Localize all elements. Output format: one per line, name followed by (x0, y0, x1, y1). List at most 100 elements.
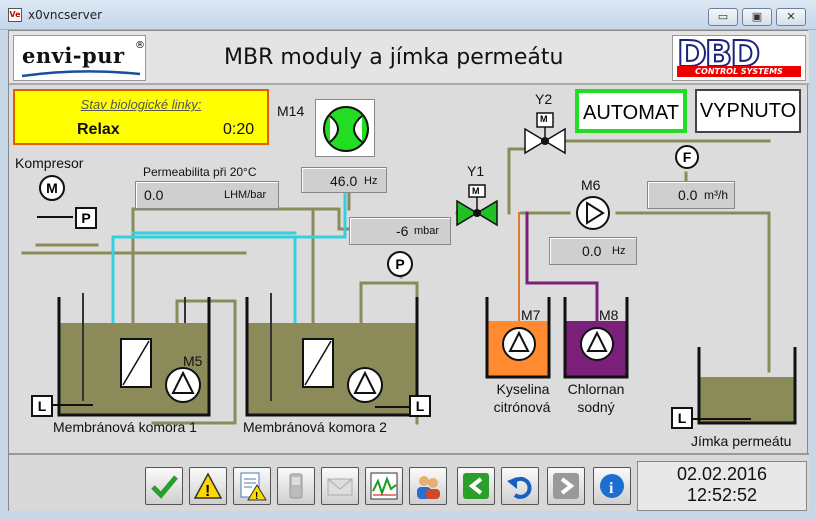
pump-m7-icon (502, 327, 536, 361)
chlornan-label-line2: sodný (577, 399, 615, 415)
svg-text:!: ! (205, 483, 210, 500)
kompresor-motor-icon[interactable]: M (39, 175, 65, 201)
automat-button[interactable]: AUTOMAT (575, 89, 687, 133)
pipe-hypochlorite (525, 211, 599, 333)
forward-arrow-icon[interactable] (547, 467, 585, 505)
phone-icon[interactable] (277, 467, 315, 505)
dbd-logo-subtitle: CONTROL SYSTEMS (677, 66, 801, 77)
m6-label: M6 (581, 177, 601, 193)
status-state: Relax (77, 121, 120, 138)
minimize-button[interactable]: ▭ (708, 8, 738, 26)
flow-unit: m³/h (704, 188, 728, 202)
check-icon[interactable] (145, 467, 183, 505)
flow-value: 0.0 (678, 187, 698, 203)
pump-m7-button[interactable] (501, 327, 537, 363)
valve-y1-button[interactable] (455, 189, 499, 229)
y1-actuator-label: M (472, 186, 480, 196)
header: envi-pur ® MBR moduly a jímka permeátu D… (9, 31, 809, 85)
m6-frequency-unit: Hz (612, 245, 626, 257)
status-label: Stav biologické linky: (80, 97, 202, 112)
bottom-toolbar: ! ! i 02.02.2016 12:52:52 (9, 453, 809, 511)
pump-m5-1-icon (165, 367, 201, 403)
jimka-label: Jímka permeátu (691, 433, 792, 449)
window-titlebar: Ve x0vncserver ▭ ▣ ✕ (0, 0, 816, 30)
pump-m8-button[interactable] (579, 327, 615, 363)
app-icon: Ve (8, 8, 22, 22)
page-title: MBR moduly a jímka permeátu (224, 45, 564, 70)
maximize-button[interactable]: ▣ (742, 8, 772, 26)
close-button[interactable]: ✕ (776, 8, 806, 26)
valve-y2-icon (524, 112, 566, 155)
window-title: x0vncserver (28, 8, 103, 22)
time-value: 12:52:52 (686, 485, 758, 505)
status-time: 0:20 (223, 121, 255, 138)
users-icon[interactable] (409, 467, 447, 505)
air-pipe-main (111, 191, 347, 239)
m14-frequency-unit: Hz (364, 175, 378, 187)
tank-jimka (697, 347, 797, 425)
datetime-display: 02.02.2016 12:52:52 (637, 461, 807, 511)
pump-m6-icon (576, 196, 610, 230)
m14-frequency-display: 46.0 Hz (301, 167, 387, 193)
kompresor-pressure-sensor: P (75, 207, 97, 229)
mail-icon[interactable] (321, 467, 359, 505)
warning-icon[interactable]: ! (189, 467, 227, 505)
vypnuto-button[interactable]: VYPNUTO (695, 89, 801, 133)
permeabilita-unit: LHM/bar (224, 189, 267, 201)
kyselina-label-line1: Kyselina (496, 381, 550, 397)
komora-2-label: Membránová komora 2 (243, 419, 387, 435)
logo-swoosh-icon (21, 70, 141, 78)
blower-icon (323, 106, 369, 152)
kompresor-label: Kompresor (15, 155, 84, 171)
permeabilita-label: Permeabilita při 20°C (143, 165, 257, 179)
y2-label: Y2 (535, 91, 553, 107)
registered-mark: ® (135, 40, 145, 51)
valve-y1-icon (456, 184, 498, 227)
dbd-logo: DBD CONTROL SYSTEMS (672, 33, 806, 81)
envi-pur-logo-text: envi-pur (22, 43, 125, 68)
m6-frequency-value: 0.0 (582, 243, 602, 259)
level-sensor-komora-1: L (31, 395, 53, 417)
pump-m5-2-button[interactable] (347, 367, 383, 403)
m14-blower-button[interactable] (315, 99, 375, 157)
m14-label: M14 (277, 103, 305, 119)
svg-text:i: i (609, 480, 614, 497)
y1-label: Y1 (467, 163, 485, 179)
valve-y2-button[interactable] (523, 115, 567, 155)
undo-icon[interactable] (501, 467, 539, 505)
level-sensor-komora-2: L (409, 395, 431, 417)
pressure-value: -6 (396, 223, 409, 239)
tank-komora-2 (245, 293, 419, 417)
m14-frequency-value: 46.0 (330, 173, 358, 189)
komora-1-label: Membránová komora 1 (53, 419, 197, 435)
report-warning-icon[interactable]: ! (233, 467, 271, 505)
kyselina-label-line2: citrónová (493, 399, 551, 415)
y2-actuator-label: M (540, 114, 548, 124)
pressure-sensor-icon: P (387, 251, 413, 277)
m6-frequency-display: 0.0 Hz (549, 237, 637, 265)
trend-chart-icon[interactable] (365, 467, 403, 505)
pump-m5-2-icon (347, 367, 383, 403)
m7-label: M7 (521, 307, 541, 323)
chlornan-label-line1: Chlornan (567, 381, 625, 397)
pressure-display: -6 mbar (349, 217, 451, 245)
pressure-unit: mbar (414, 225, 440, 237)
pump-m6-button[interactable] (575, 195, 611, 231)
level-sensor-jimka: L (671, 407, 693, 429)
biological-line-status[interactable]: Stav biologické linky: Relax 0:20 (13, 89, 269, 145)
envi-pur-logo: envi-pur ® (13, 35, 146, 81)
back-arrow-icon[interactable] (457, 467, 495, 505)
info-icon[interactable]: i (593, 467, 631, 505)
pipe-main-to-jimka (615, 211, 771, 373)
svg-text:!: ! (255, 491, 258, 501)
permeabilita-value: 0.0 (144, 187, 164, 203)
pump-m8-icon (580, 327, 614, 361)
hmi-screen: envi-pur ® MBR moduly a jímka permeátu D… (8, 30, 809, 511)
process-diagram (21, 112, 797, 425)
date-value: 02.02.2016 (676, 464, 768, 484)
m8-label: M8 (599, 307, 619, 323)
flow-display: 0.0 m³/h (647, 181, 735, 209)
pump-m5-1-button[interactable] (165, 367, 201, 403)
m5-label: M5 (183, 353, 203, 369)
flow-sensor-icon: F (675, 145, 699, 169)
